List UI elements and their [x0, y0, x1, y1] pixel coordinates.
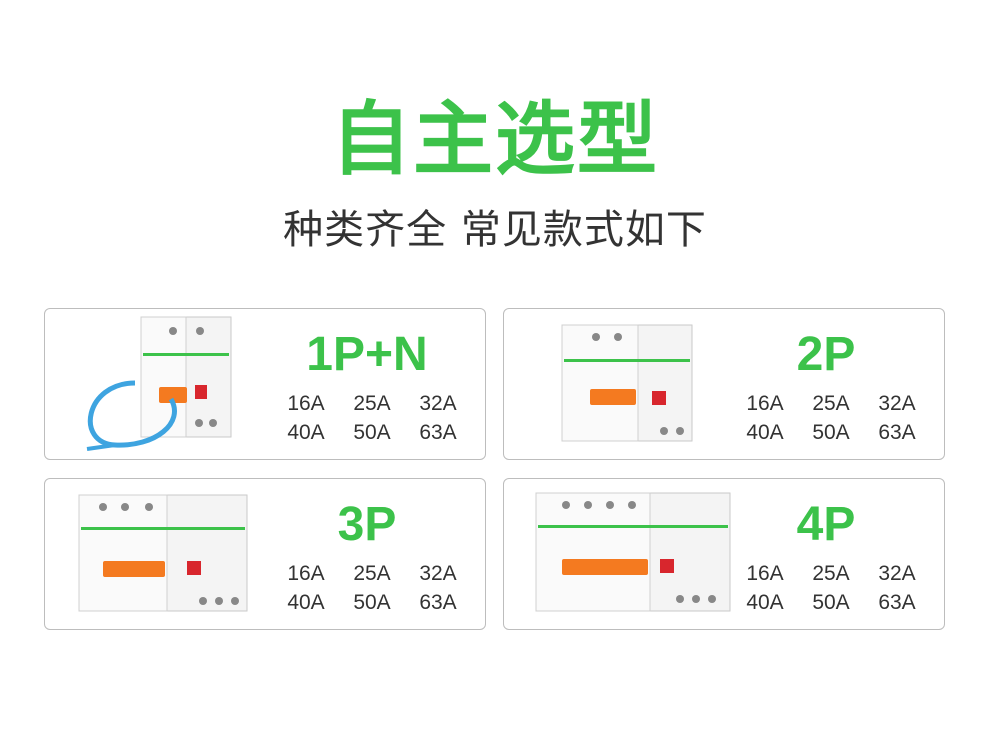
- model-label: 3P: [337, 498, 397, 551]
- product-card-2p[interactable]: 2P 16A 25A 32A 40A 50A 63A: [503, 308, 945, 460]
- amp-value: 16A: [746, 392, 784, 415]
- amp-value: 40A: [746, 591, 784, 614]
- page-subtitle: 种类齐全 常见款式如下: [283, 207, 707, 253]
- amp-value: 25A: [353, 562, 391, 585]
- amp-value: 63A: [878, 591, 916, 614]
- amp-value: 63A: [878, 421, 916, 444]
- amp-value: 16A: [287, 562, 325, 585]
- amp-value: 25A: [353, 392, 391, 415]
- amp-value: 25A: [812, 392, 850, 415]
- product-card-4p[interactable]: 4P 16A 25A 32A 40A 50A 63A: [503, 478, 945, 630]
- model-label: 2P: [796, 328, 856, 381]
- amp-value: 16A: [746, 562, 784, 585]
- amp-value: 40A: [746, 421, 784, 444]
- model-label: 4P: [796, 498, 856, 551]
- page-title: 自主选型: [331, 93, 659, 186]
- amp-value: 16A: [287, 392, 325, 415]
- amp-value: 63A: [419, 421, 457, 444]
- amp-value: 32A: [419, 562, 457, 585]
- breaker-1p-n-image: [86, 316, 232, 451]
- amperage-list: 16A 25A 32A 40A 50A 63A: [277, 559, 467, 617]
- breaker-4p-image: [535, 492, 731, 612]
- product-card-1p-n[interactable]: 1P+N 16A 25A 32A 40A 50A 63A: [44, 308, 486, 460]
- product-card-3p[interactable]: 3P 16A 25A 32A 40A 50A 63A: [44, 478, 486, 630]
- amp-value: 50A: [353, 591, 391, 614]
- amp-value: 32A: [878, 392, 916, 415]
- amp-value: 63A: [419, 591, 457, 614]
- amp-value: 50A: [812, 421, 850, 444]
- breaker-2p-image: [561, 324, 693, 442]
- amperage-list: 16A 25A 32A 40A 50A 63A: [736, 559, 926, 617]
- model-label: 1P+N: [306, 328, 428, 381]
- amp-value: 32A: [419, 392, 457, 415]
- amp-value: 50A: [353, 421, 391, 444]
- amp-value: 40A: [287, 421, 325, 444]
- amp-value: 50A: [812, 591, 850, 614]
- amperage-list: 16A 25A 32A 40A 50A 63A: [277, 389, 467, 447]
- breaker-3p-image: [78, 494, 248, 612]
- amp-value: 25A: [812, 562, 850, 585]
- amperage-list: 16A 25A 32A 40A 50A 63A: [736, 389, 926, 447]
- amp-value: 32A: [878, 562, 916, 585]
- amp-value: 40A: [287, 591, 325, 614]
